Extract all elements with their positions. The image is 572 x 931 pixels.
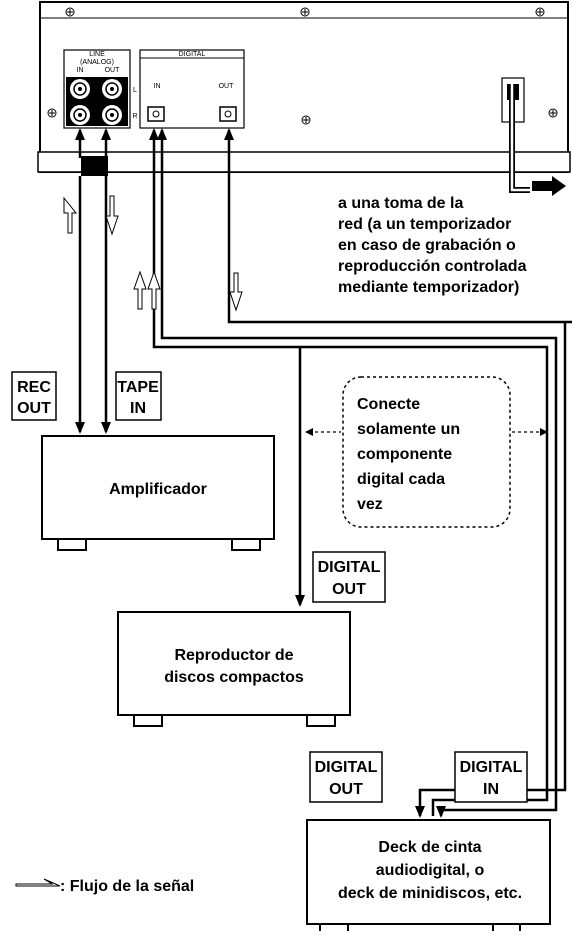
- optical-jack-out: [219, 106, 237, 122]
- label-cd-digital-out: DIGITAL OUT: [312, 551, 386, 603]
- label-deck-digital-out: DIGITAL OUT: [309, 751, 383, 803]
- line-panel-out-label: OUT: [105, 67, 121, 74]
- power-note-line-1: a una toma de la: [338, 195, 463, 212]
- signal-flow-arrows: [63, 195, 243, 312]
- screw-icon: [535, 7, 545, 17]
- power-note-line-3: en caso de grabación o: [338, 237, 516, 254]
- svg-text:IN: IN: [130, 400, 146, 417]
- note-line-5: vez: [357, 496, 383, 513]
- note-line-2: solamente un: [357, 421, 460, 438]
- flow-up-arrow-icon: [63, 196, 78, 234]
- line-panel-in-label: IN: [77, 67, 84, 74]
- screw-icon: [47, 108, 57, 118]
- label-rec-out: REC OUT: [11, 371, 57, 421]
- optical-jack-in: [147, 106, 165, 122]
- screw-icon: [65, 7, 75, 17]
- dashed-arrow-left-icon: [305, 428, 313, 436]
- digital-panel-title: DIGITAL: [179, 51, 206, 58]
- cable-digital-in-outer: [152, 130, 549, 816]
- svg-text:OUT: OUT: [17, 400, 51, 417]
- note-line-1: Conecte: [357, 396, 420, 413]
- amplifier-box: Amplificador: [41, 435, 275, 551]
- signal-flow-legend-icon: [15, 878, 61, 887]
- line-panel-subtitle: (ANALOG): [80, 59, 114, 66]
- line-panel-r-label: R: [132, 113, 137, 120]
- svg-text:DIGITAL: DIGITAL: [315, 759, 378, 776]
- cd-player-label-1: Reproductor de: [174, 647, 293, 664]
- rca-jack-in-r: [70, 105, 90, 125]
- legend-text: : Flujo de la señal: [60, 878, 194, 895]
- cd-player-box: Reproductor de discos compactos: [117, 611, 351, 727]
- line-panel-l-label: L: [133, 87, 137, 94]
- power-note-line-4: reproducción controlada: [338, 258, 527, 275]
- power-arrow-icon: [532, 176, 566, 196]
- flow-down-arrow-icon: [229, 272, 243, 312]
- deck-box: Deck de cinta audiodigital, o deck de mi…: [306, 819, 551, 931]
- flow-up-arrow-icon: [133, 270, 147, 310]
- flow-down-arrow-icon: [105, 195, 119, 236]
- cd-player-label-2: discos compactos: [164, 669, 304, 686]
- digital-panel-in-label: IN: [154, 83, 161, 90]
- rca-jack-out-l: [102, 79, 122, 99]
- deck-label-2: audiodigital, o: [376, 862, 485, 879]
- line-analog-panel: LINE (ANALOG) IN OUT L R: [63, 49, 138, 129]
- rca-jack-out-r: [102, 105, 122, 125]
- flow-up-arrow-icon: [147, 270, 161, 310]
- note-line-3: componente: [357, 446, 452, 463]
- digital-panel-out-label: OUT: [219, 83, 235, 90]
- screw-icon: [548, 108, 558, 118]
- svg-text:OUT: OUT: [332, 581, 366, 598]
- deck-label-3: deck de minidiscos, etc.: [338, 885, 522, 902]
- line-panel-title: LINE: [89, 51, 105, 58]
- svg-text:REC: REC: [17, 379, 51, 396]
- svg-text:DIGITAL: DIGITAL: [318, 559, 381, 576]
- svg-text:OUT: OUT: [329, 781, 363, 798]
- note-line-4: digital cada: [357, 471, 445, 488]
- digital-panel: DIGITAL IN OUT: [139, 49, 245, 129]
- power-note-line-2: red (a un temporizador: [338, 216, 511, 233]
- amplifier-label: Amplificador: [109, 481, 207, 498]
- label-tape-in: TAPE IN: [115, 371, 162, 421]
- dashed-arrow-right-icon: [540, 428, 548, 436]
- power-cord: [501, 77, 566, 196]
- svg-text:TAPE: TAPE: [117, 379, 159, 396]
- note-box: Conecte solamente un componente digital …: [305, 376, 548, 528]
- deck-label-1: Deck de cinta: [378, 839, 481, 856]
- label-deck-digital-in: DIGITAL IN: [454, 751, 528, 803]
- screw-icon: [300, 7, 310, 17]
- svg-text:IN: IN: [483, 781, 499, 798]
- cable-digital-out: [227, 130, 572, 324]
- analog-cable-sleeve: [81, 156, 108, 176]
- svg-text:DIGITAL: DIGITAL: [460, 759, 523, 776]
- legend: : Flujo de la señal: [15, 878, 194, 895]
- device-rear-panel: LINE (ANALOG) IN OUT L R DIGITAL IN OUT: [37, 1, 571, 196]
- screw-icon: [301, 115, 311, 125]
- cable-arrowheads: [75, 128, 446, 818]
- power-note-line-5: mediante temporizador): [338, 279, 519, 296]
- rca-jack-in-l: [70, 79, 90, 99]
